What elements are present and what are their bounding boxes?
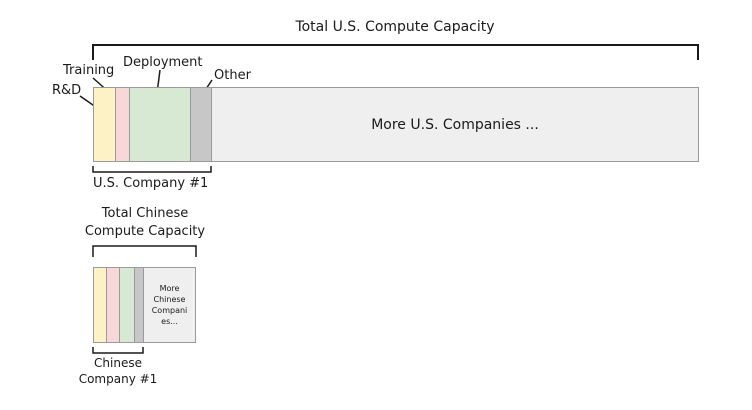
china-training-segment	[106, 267, 120, 343]
us-company-brace	[92, 166, 212, 173]
deployment-label: Deployment	[123, 55, 203, 70]
china-more-line-4: es...	[161, 317, 178, 326]
china-more-line-1: More	[159, 284, 180, 293]
china-rnd-segment	[93, 267, 107, 343]
china-company-label-line2: Company #1	[78, 372, 158, 386]
us-total-brace	[92, 44, 699, 60]
us-deployment-segment	[129, 87, 191, 162]
us-training-segment	[115, 87, 130, 162]
us-total-title: Total U.S. Compute Capacity	[295, 19, 495, 35]
china-more-companies-segment: More Chinese Compani es...	[143, 267, 196, 343]
us-company-label: U.S. Company #1	[93, 176, 209, 191]
us-rnd-segment	[93, 87, 116, 162]
china-more-line-3: Compani	[151, 306, 188, 315]
china-deployment-segment	[119, 267, 135, 343]
china-company-brace	[92, 347, 144, 354]
other-label: Other	[214, 68, 251, 83]
us-other-segment	[190, 87, 212, 162]
rnd-label: R&D	[52, 83, 82, 98]
china-more-line-2: Chinese	[153, 295, 186, 304]
china-total-brace	[92, 245, 197, 257]
training-label: Training	[63, 63, 115, 78]
us-more-companies-label: More U.S. Companies ...	[371, 116, 539, 133]
china-total-title-line1: Total Chinese	[101, 206, 189, 221]
china-company-label-line1: Chinese	[94, 356, 142, 370]
china-total-title-line2: Compute Capacity	[84, 224, 206, 239]
us-more-companies-segment: More U.S. Companies ...	[211, 87, 699, 162]
